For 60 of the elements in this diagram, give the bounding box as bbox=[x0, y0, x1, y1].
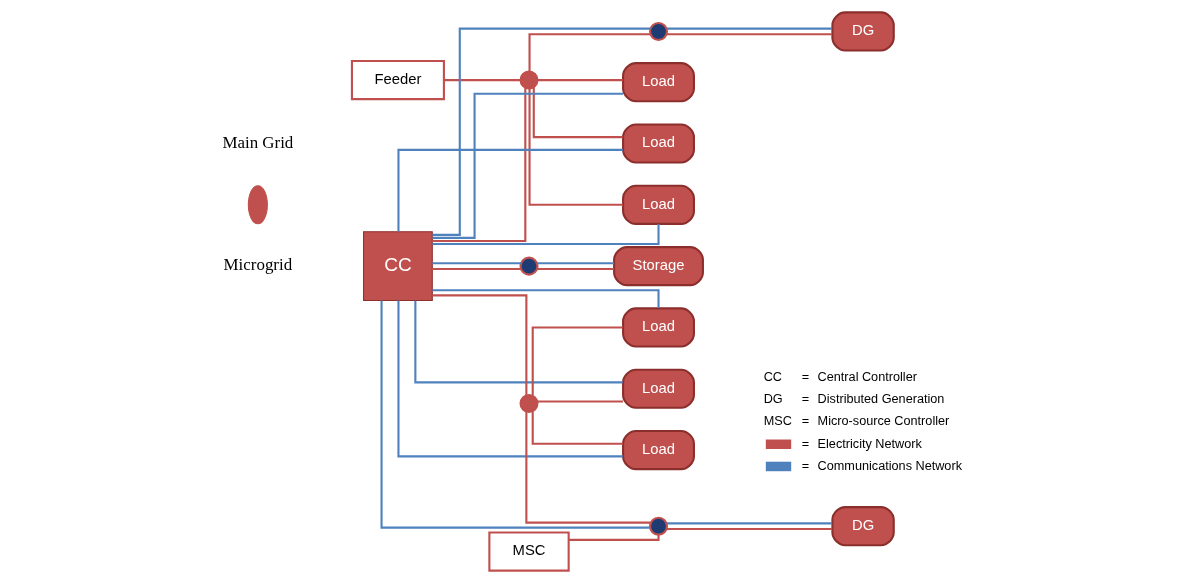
node-circle bbox=[648, 21, 668, 41]
label: = bbox=[801, 436, 809, 451]
connector bbox=[524, 411, 651, 524]
connector bbox=[431, 27, 650, 236]
connector bbox=[431, 267, 521, 270]
connector bbox=[431, 87, 526, 243]
node-ellipse bbox=[247, 185, 268, 225]
node-circle bbox=[519, 70, 539, 90]
connector bbox=[666, 33, 832, 36]
label: = bbox=[801, 458, 809, 473]
connector bbox=[396, 148, 623, 232]
label: Central Controller bbox=[817, 369, 917, 384]
node-circle bbox=[519, 394, 539, 414]
connector bbox=[666, 527, 832, 531]
label: Distributed Generation bbox=[817, 392, 944, 407]
node-box: Load bbox=[621, 123, 695, 164]
connector bbox=[531, 326, 623, 396]
connector bbox=[536, 267, 614, 270]
label: MSC bbox=[763, 414, 792, 429]
connector bbox=[528, 33, 650, 72]
connector bbox=[537, 400, 623, 403]
node-box: Load bbox=[621, 307, 695, 348]
label: Microgrid bbox=[223, 255, 292, 275]
connector bbox=[568, 534, 660, 541]
legend-label: Electricity Network bbox=[817, 436, 922, 451]
node-box: Storage bbox=[612, 246, 704, 287]
connector bbox=[431, 262, 521, 265]
connector bbox=[413, 300, 623, 384]
connector bbox=[432, 92, 623, 239]
legend-label: Communications Network bbox=[817, 458, 962, 473]
node-circle bbox=[519, 256, 539, 276]
node-box: CC bbox=[362, 231, 433, 301]
node-box: Load bbox=[621, 62, 695, 103]
label: Main Grid bbox=[221, 132, 293, 152]
connector bbox=[443, 79, 520, 82]
label: CC bbox=[763, 369, 782, 384]
connector bbox=[432, 223, 660, 246]
label: = bbox=[801, 369, 809, 384]
connector bbox=[666, 27, 832, 30]
node-box: Feeder bbox=[350, 60, 445, 101]
connector bbox=[380, 300, 650, 529]
node-circle bbox=[648, 516, 668, 536]
connector bbox=[528, 88, 623, 206]
node-box: Load bbox=[621, 430, 695, 471]
connector bbox=[666, 522, 832, 525]
label: Micro-source Controller bbox=[817, 414, 949, 429]
connector bbox=[431, 294, 527, 396]
connector bbox=[532, 87, 623, 139]
connector bbox=[396, 300, 623, 458]
node-box: MSC bbox=[487, 531, 570, 572]
node-box: Load bbox=[621, 368, 695, 409]
node-box: DG bbox=[830, 506, 895, 547]
label: = bbox=[801, 414, 809, 429]
connector bbox=[537, 79, 623, 82]
node-box: Load bbox=[621, 184, 695, 225]
connector bbox=[536, 262, 614, 265]
connector bbox=[531, 411, 623, 445]
label: DG bbox=[763, 392, 783, 407]
node-box: DG bbox=[830, 11, 895, 52]
label: = bbox=[801, 392, 809, 407]
